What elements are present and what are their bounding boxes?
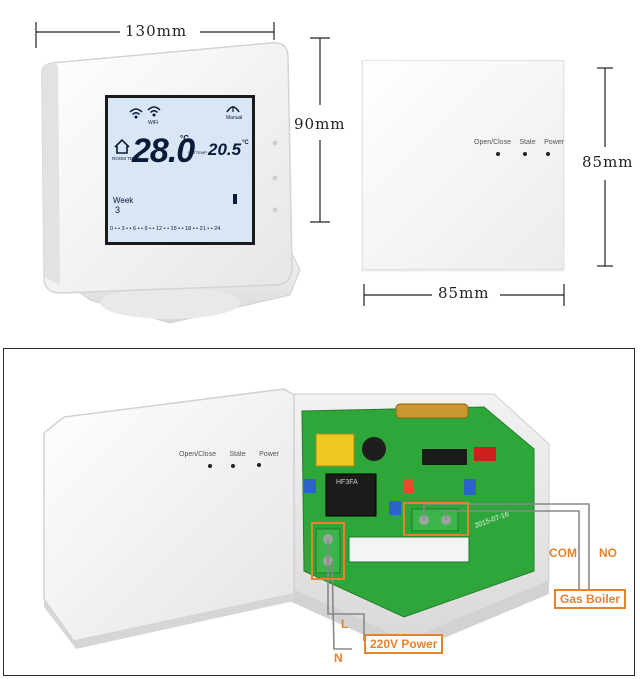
led-open-close bbox=[496, 152, 500, 156]
house-icon bbox=[114, 138, 130, 154]
timeline-marker-icon bbox=[233, 194, 237, 204]
set-temp-value: 20.5 bbox=[208, 140, 242, 159]
wiring-section: Open/Close State Power HF3FA 2015-07-16 … bbox=[3, 348, 635, 676]
receiver-front-panel bbox=[362, 60, 564, 270]
receiver-height-label: 85mm bbox=[582, 153, 634, 171]
thermostat-section: 130mm 90mm bbox=[0, 0, 345, 330]
n-label: N bbox=[334, 651, 343, 665]
power-220v-label: 220V Power bbox=[364, 634, 444, 654]
wifi-label: WiFi bbox=[148, 120, 158, 126]
led-state bbox=[523, 152, 527, 156]
receiver-height-dimension-line bbox=[597, 67, 613, 267]
width-dimension-line bbox=[35, 22, 275, 48]
led-label-state: State bbox=[519, 139, 536, 146]
manual-mode-icon bbox=[226, 106, 240, 113]
manual-label: Manual bbox=[226, 115, 243, 121]
timeline: 0 • • 3 • • 6 • • 9 • • 12 • • 15 • • 18… bbox=[110, 226, 221, 232]
led-label-power: Power bbox=[544, 139, 564, 146]
lid-led-labels: Open/Close State Power bbox=[179, 451, 279, 458]
room-temp-value: 28.0 bbox=[132, 132, 195, 170]
led-label-open-close: Open/Close bbox=[474, 139, 511, 146]
receiver-width-dimension-line bbox=[363, 284, 565, 306]
gas-boiler-label: Gas Boiler bbox=[554, 589, 627, 609]
week-label: Week bbox=[113, 196, 134, 205]
relay-label: HF3FA bbox=[336, 479, 358, 486]
room-temp-unit: °C bbox=[180, 134, 189, 143]
set-temp-label: SETTEMP bbox=[188, 150, 207, 155]
l-label: L bbox=[341, 617, 349, 631]
receiver-front-section: Open/Close State Power 85mm 85mm bbox=[350, 0, 640, 330]
height-dimension-line bbox=[310, 37, 330, 223]
wifi-icon bbox=[129, 108, 143, 119]
receiver-front-led-labels: Open/Close State Power bbox=[474, 139, 564, 146]
com-label: COM bbox=[549, 546, 577, 560]
led-power bbox=[546, 152, 550, 156]
signal-icon bbox=[147, 106, 161, 117]
lid-led-label-state: State bbox=[229, 451, 246, 458]
lcd-screen: WiFi Manual ROOM TEMP 28.0 °C SETTEMP 20… bbox=[105, 95, 255, 245]
lid-led-label-open-close: Open/Close bbox=[179, 451, 216, 458]
thermostat-height-label: 90mm bbox=[294, 115, 346, 133]
thermostat-width-label: 130mm bbox=[125, 22, 188, 40]
no-label: NO bbox=[599, 546, 617, 560]
room-temp-label: ROOM TEMP bbox=[112, 156, 140, 161]
open-receiver-illustration bbox=[43, 388, 590, 654]
lid-led-label-power: Power bbox=[259, 451, 279, 458]
week-value: 3 bbox=[115, 205, 121, 215]
set-temp-unit: °C bbox=[242, 140, 249, 146]
receiver-width-label: 85mm bbox=[438, 284, 490, 302]
